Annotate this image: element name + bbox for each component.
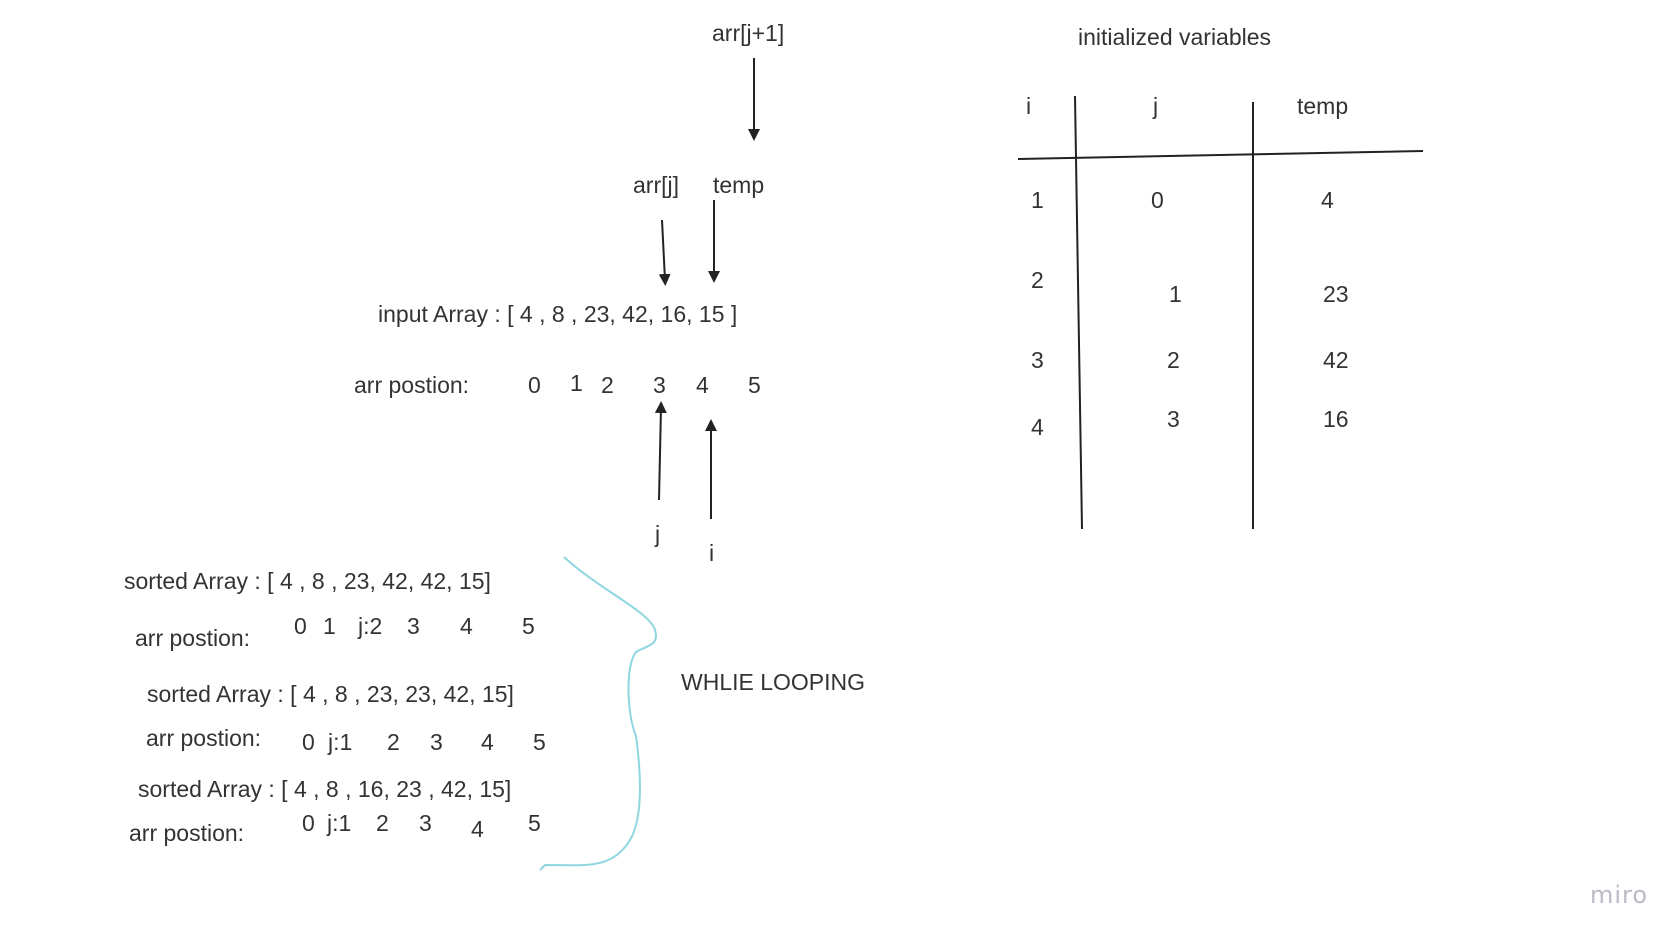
loop-step-array: sorted Array : [ 4 , 8 , 23, 42, 42, 15] [124, 568, 491, 594]
loop-step-position: 4 [471, 816, 484, 842]
arr-j-label: arr[j] [633, 172, 679, 198]
input-position: 2 [601, 372, 614, 398]
loop-step-position: 3 [419, 810, 432, 836]
table-header-i: i [1026, 93, 1032, 119]
table-cell-temp: 16 [1323, 406, 1349, 432]
input-position: 0 [528, 372, 541, 398]
miro-logo: miro [1590, 881, 1649, 909]
input-position: 3 [653, 372, 666, 398]
table-cell-j: 0 [1151, 187, 1164, 213]
table-cell-temp: 4 [1321, 187, 1334, 213]
loop-step-position: 4 [481, 729, 494, 755]
table-cell-j: 2 [1167, 347, 1180, 373]
loop-step-position: 4 [460, 613, 473, 639]
table-cell-j: 3 [1167, 406, 1180, 432]
loop-step-position-label: arr postion: [129, 820, 245, 846]
arrow-j-pointer [654, 401, 667, 501]
input-position-label: arr postion: [354, 372, 470, 398]
loop-step-position: j:2 [358, 613, 383, 639]
loop-step-position: 5 [528, 810, 541, 836]
loop-step-position: 0 [302, 810, 315, 836]
table-cell-j: 1 [1169, 281, 1182, 307]
table-cell-temp: 23 [1323, 281, 1349, 307]
table-cell-temp: 42 [1323, 347, 1349, 373]
loop-step-position-label: arr postion: [146, 725, 262, 751]
table-col-line-1 [1074, 95, 1083, 530]
table-cell-i: 2 [1031, 267, 1044, 293]
j-pointer-label: j [655, 521, 661, 547]
loop-step-array: sorted Array : [ 4 , 8 , 16, 23 , 42, 15… [138, 776, 512, 802]
i-pointer-label: i [709, 540, 715, 566]
arrow-arr-j [658, 219, 671, 286]
loop-step-position: 0 [294, 613, 307, 639]
while-looping-label: WHLIE LOOPING [681, 669, 866, 695]
loop-step-array: sorted Array : [ 4 , 8 , 23, 23, 42, 15] [147, 681, 514, 707]
loop-step-position: 5 [522, 613, 535, 639]
loop-step-position: 0 [302, 729, 315, 755]
while-loop-brace [539, 556, 657, 871]
table-cell-i: 1 [1031, 187, 1044, 213]
table-cell-i: 4 [1031, 414, 1044, 440]
loop-step-position: 2 [387, 729, 400, 755]
loop-step-position: j:1 [327, 810, 352, 836]
loop-step-position: 1 [323, 613, 336, 639]
input-position: 5 [748, 372, 761, 398]
table-header-temp: temp [1297, 93, 1349, 119]
loop-step-position: 3 [430, 729, 443, 755]
arr-j-plus-1-label: arr[j+1] [712, 20, 785, 46]
temp-label: temp [713, 172, 765, 198]
table-header-line [1017, 150, 1424, 160]
input-array-label: input Array : [ 4 , 8 , 23, 42, 16, 15 ] [378, 301, 738, 327]
loop-step-position: 3 [407, 613, 420, 639]
table-cell-i: 3 [1031, 347, 1044, 373]
loop-step-position-label: arr postion: [135, 625, 251, 651]
table-title: initialized variables [1078, 24, 1272, 50]
loop-step-position: 2 [376, 810, 389, 836]
input-position: 1 [570, 370, 583, 396]
loop-step-position: 5 [533, 729, 546, 755]
input-position: 4 [696, 372, 709, 398]
table-header-j: j [1153, 93, 1159, 119]
loop-step-position: j:1 [328, 729, 353, 755]
